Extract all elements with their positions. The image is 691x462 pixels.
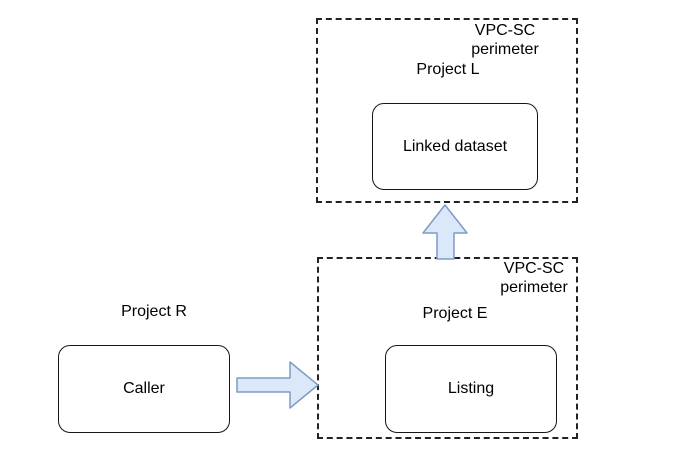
caller-node: Caller (58, 345, 230, 433)
up-arrow-icon (422, 204, 468, 260)
right-arrow-icon (236, 361, 319, 409)
project-r-label: Project R (121, 303, 187, 320)
perimeter-top-label: VPC-SC perimeter (471, 22, 539, 58)
linked-dataset-node: Linked dataset (372, 103, 538, 190)
listing-label: Listing (447, 380, 495, 397)
linked-dataset-label: Linked dataset (402, 137, 508, 155)
caller-label: Caller (123, 380, 165, 397)
project-l-label: Project L (416, 61, 480, 78)
listing-node: Listing (385, 345, 557, 433)
project-e-label: Project E (422, 305, 488, 322)
perimeter-bottom-label: VPC-SC perimeter (500, 260, 568, 296)
perimeter-top-box (316, 18, 578, 203)
